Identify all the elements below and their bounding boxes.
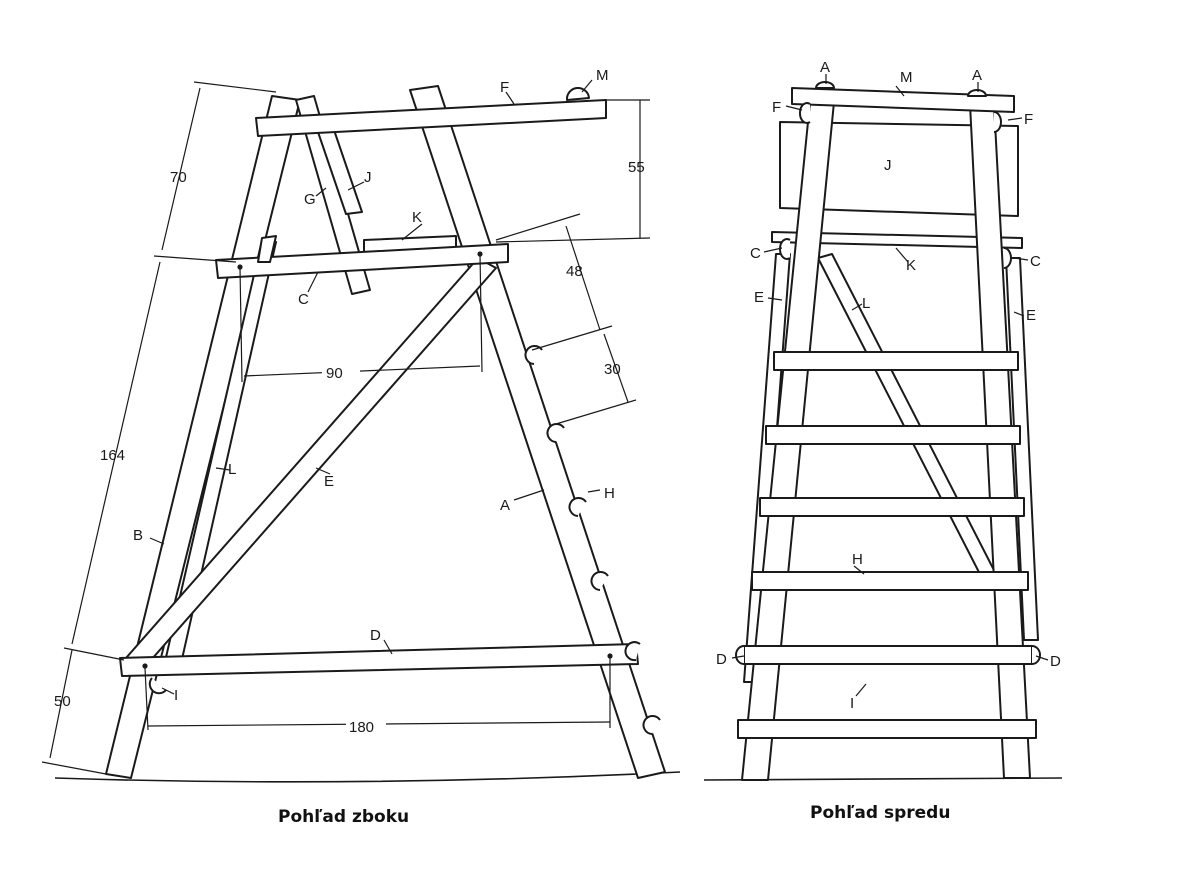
front-lower-rung-i (737, 719, 1037, 739)
dim-bottom-width: 180 (349, 719, 374, 736)
side-post-g (295, 95, 371, 295)
front-bottom-bar-d (743, 645, 1033, 665)
dim-bg (346, 716, 386, 734)
side-view-caption: Pohľad zboku (278, 807, 409, 827)
front-label-i: I (850, 695, 854, 712)
side-ground-line (54, 771, 681, 783)
front-leader-lines (731, 74, 1049, 697)
label-k: K (412, 209, 422, 226)
side-leg-a (409, 85, 666, 779)
label-i: I (174, 687, 178, 704)
front-view-caption: Pohľad spredu (810, 803, 950, 823)
side-view: A B C D E F G H I J K L M 70 164 50 55 4… (41, 67, 681, 827)
dim-step-offset: 48 (566, 263, 583, 280)
front-label-h: H (852, 551, 863, 568)
dim-top-height: 70 (170, 169, 187, 186)
side-peg-c (257, 235, 277, 263)
side-peg-i (148, 677, 167, 695)
front-diagonal-l (817, 253, 999, 583)
label-a: A (500, 497, 510, 514)
label-j: J (364, 169, 372, 186)
front-peg-d-left (735, 645, 745, 665)
dim-bg (322, 362, 360, 380)
side-bottom-bar-d (119, 643, 639, 677)
label-m: M (596, 67, 609, 84)
side-crossbar-c (215, 243, 509, 279)
dim-step-spacing: 30 (604, 361, 621, 378)
front-label-c-right: C (1030, 253, 1041, 270)
front-label-k: K (906, 257, 916, 274)
front-label-f-right: F (1024, 111, 1033, 128)
front-rung (773, 351, 1019, 371)
label-h: H (604, 485, 615, 502)
front-peg-a-right (967, 89, 987, 97)
front-peg-d-right (1031, 645, 1041, 665)
step-peg (642, 715, 661, 735)
front-peg-f-left (798, 102, 811, 124)
bolt-dot (142, 663, 148, 669)
front-peg-c-left (778, 238, 791, 260)
bolt-dot (237, 264, 243, 270)
step-peg (568, 497, 587, 517)
dim-top-width: 90 (326, 365, 343, 382)
dim-front-height: 164 (100, 447, 125, 464)
front-seat-k (771, 231, 1023, 249)
front-rung (765, 425, 1021, 445)
front-rail-m (791, 87, 1015, 113)
front-rung (759, 497, 1025, 517)
label-e: E (324, 473, 334, 490)
front-label-l: L (862, 295, 870, 312)
side-peg-m (565, 86, 590, 101)
front-peg-a-left (815, 81, 835, 89)
front-peg-f-right (993, 111, 1002, 133)
step-peg (624, 641, 641, 662)
side-leader-lines (149, 79, 601, 695)
dim-rail-height: 55 (628, 159, 645, 176)
front-view: A A M F F J C C K E E L H D D I Pohľad s… (703, 59, 1063, 823)
step-peg (546, 423, 565, 443)
step-peg (590, 571, 609, 591)
front-label-a-right: A (972, 67, 982, 84)
dim-bottom-height: 50 (54, 693, 71, 710)
front-label-j: J (884, 157, 892, 174)
label-f: F (500, 79, 509, 96)
front-label-m: M (900, 69, 913, 86)
label-g: G (304, 191, 316, 208)
front-label-f-left: F (772, 99, 781, 116)
front-label-a-left: A (820, 59, 830, 76)
front-label-d-right: D (1050, 653, 1061, 670)
step-peg (524, 345, 543, 365)
front-label-d-left: D (716, 651, 727, 668)
label-l: L (228, 461, 236, 478)
front-rung (751, 571, 1029, 591)
front-peg-c-right (1003, 247, 1012, 269)
front-label-c-left: C (750, 245, 761, 262)
side-rail-f (255, 99, 607, 137)
label-c: C (298, 291, 309, 308)
label-b: B (133, 527, 143, 544)
front-board-j (779, 121, 1019, 217)
front-label-e-right: E (1026, 307, 1036, 324)
label-d: D (370, 627, 381, 644)
side-step-pegs (524, 345, 661, 735)
front-label-e-left: E (754, 289, 764, 306)
